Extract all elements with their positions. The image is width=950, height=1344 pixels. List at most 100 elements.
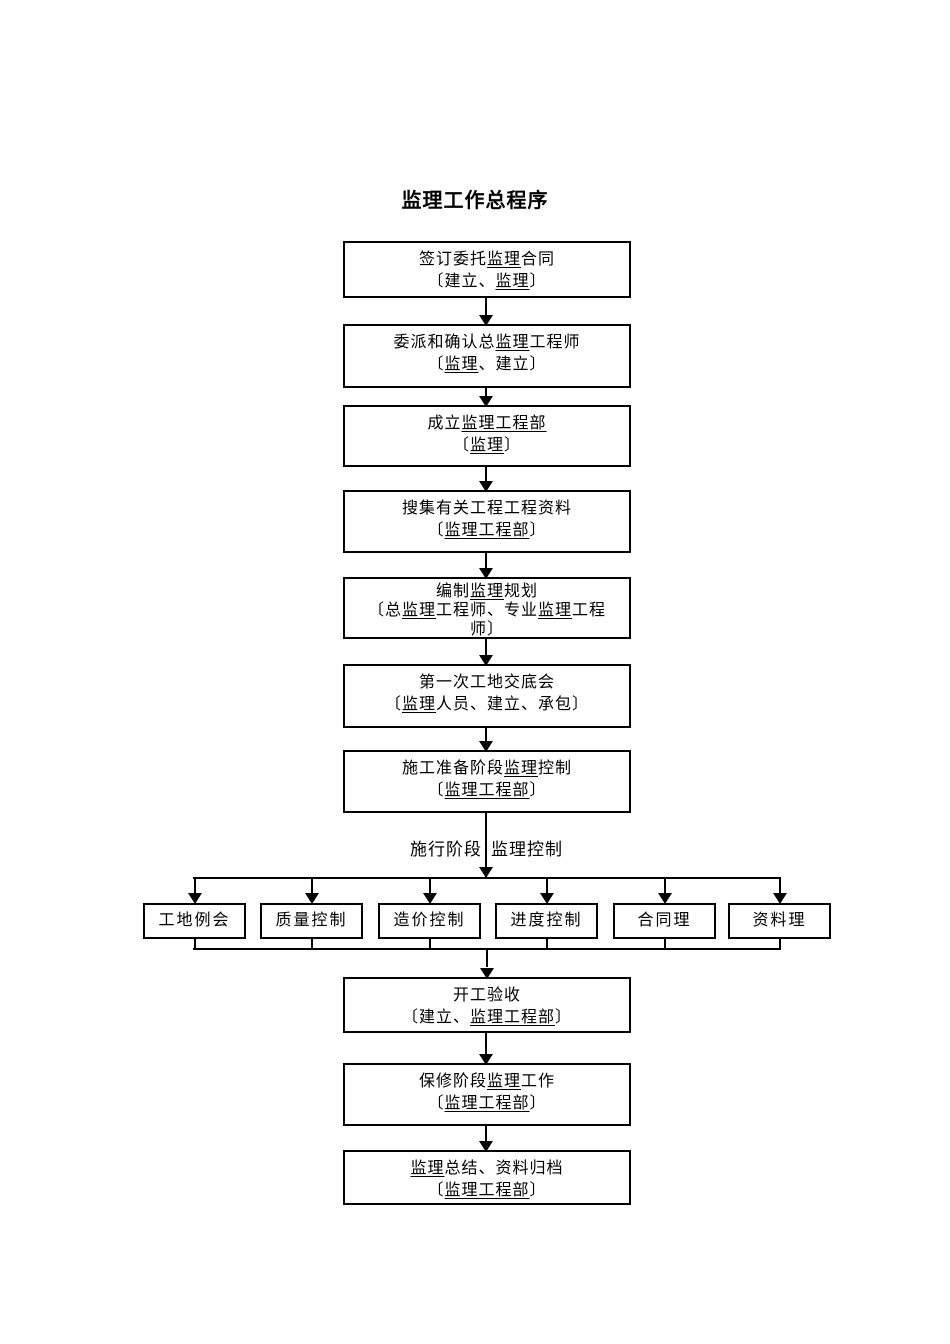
box-text-line: 〔监理工程部〕 xyxy=(427,1180,546,1202)
box-text-line: 保修阶段监理工作 xyxy=(419,1071,555,1093)
box-text-line: 施工准备阶段监理控制 xyxy=(402,758,572,780)
text: 控制 xyxy=(538,760,573,777)
supervision-summary-archiving: 监理总结、资料归档〔监理工程部〕 xyxy=(343,1150,631,1205)
box-text-line: 签订委托监理合同 xyxy=(419,249,555,271)
arrow-head-icon xyxy=(479,741,493,752)
text: 总结、资料归档 xyxy=(444,1160,564,1177)
flow-line xyxy=(193,877,780,879)
box-text-line: 编制监理规划 xyxy=(436,582,538,601)
text: 〔 xyxy=(427,1182,445,1199)
box-text-line: 成立监理工程部 xyxy=(427,413,546,435)
box-text-line: 进度控制 xyxy=(510,910,582,932)
text: 签订委托 xyxy=(418,251,487,268)
underlined-text: 监理工程部 xyxy=(461,415,547,432)
text: 〕 xyxy=(529,1182,547,1199)
first-site-briefing-meeting: 第一次工地交底会〔监理人员、建立、承包〕 xyxy=(343,664,631,728)
text: 〔建立、 xyxy=(427,273,496,290)
arrow-head-icon xyxy=(479,568,493,579)
box-text-line: 合同理 xyxy=(637,910,691,932)
underlined-text: 监理 xyxy=(538,602,573,619)
cost-control: 造价控制 xyxy=(378,903,481,939)
text: 〔总 xyxy=(367,602,402,619)
text: 造价控制 xyxy=(393,912,466,929)
text: 〕 xyxy=(504,437,522,454)
arrow-head-icon xyxy=(305,893,319,904)
quality-control: 质量控制 xyxy=(260,903,363,939)
site-regular-meeting: 工地例会 xyxy=(143,903,246,939)
arrow-head-icon xyxy=(188,893,202,904)
flow-line xyxy=(485,1033,487,1063)
schedule-control: 进度控制 xyxy=(495,903,598,939)
text: 〔 xyxy=(452,437,470,454)
box-text-line: 〔建立、监理〕 xyxy=(427,271,546,293)
document-management: 资料理 xyxy=(728,903,831,939)
text: 〔 xyxy=(427,356,445,373)
arrow-head-icon xyxy=(540,893,554,904)
arrow-head-icon xyxy=(479,481,493,492)
collect-project-information: 搜集有关工程工程资料〔监理工程部〕 xyxy=(343,490,631,553)
prepare-supervision-plan: 编制监理规划〔总监理工程师、专业监理工程师〕 xyxy=(343,577,631,639)
flow-line xyxy=(194,939,196,950)
arrow-head-icon xyxy=(480,968,494,979)
underlined-text: 监理 xyxy=(495,273,530,290)
flow-line xyxy=(485,467,487,490)
text: 工程师、专业 xyxy=(435,602,538,619)
text: 〔建立、 xyxy=(401,1009,470,1026)
text: 施工准备阶段 xyxy=(401,760,504,777)
text: 保修阶段 xyxy=(418,1073,487,1090)
arrow-head-icon xyxy=(423,893,437,904)
arrow-head-icon xyxy=(773,893,787,904)
flow-line xyxy=(546,877,548,893)
box-text-line: 委派和确认总监理工程师 xyxy=(393,332,580,354)
underlined-text: 监理工程部 xyxy=(444,1182,530,1199)
flow-line xyxy=(485,728,487,750)
underlined-text: 监理 xyxy=(410,1160,445,1177)
stage-label-left: 施行阶段 xyxy=(410,840,482,859)
text: 师〕 xyxy=(469,621,504,638)
flow-line xyxy=(664,939,666,950)
flow-line xyxy=(546,939,548,950)
underlined-text: 监理 xyxy=(401,696,436,713)
flow-line xyxy=(311,877,313,893)
text: 〕 xyxy=(555,1009,573,1026)
text: 合同 xyxy=(521,251,556,268)
box-text-line: 〔监理人员、建立、承包〕 xyxy=(385,694,589,716)
text: 〕 xyxy=(529,782,547,799)
box-text-line: 资料理 xyxy=(752,910,806,932)
flow-line xyxy=(311,939,313,950)
pre-construction-stage-control: 施工准备阶段监理控制〔监理工程部〕 xyxy=(343,750,631,813)
box-text-line: 〔监理、建立〕 xyxy=(427,354,546,376)
underlined-text: 监理工程部 xyxy=(469,1009,555,1026)
text: 〕 xyxy=(529,273,547,290)
warranty-stage-supervision: 保修阶段监理工作〔监理工程部〕 xyxy=(343,1063,631,1126)
text: 搜集有关工程工程资料 xyxy=(401,500,572,517)
text: 资料理 xyxy=(752,912,807,929)
implementation-stage-label: 施行阶段监理控制 xyxy=(410,835,563,860)
underlined-text: 监理 xyxy=(469,583,504,600)
text: 委派和确认总 xyxy=(393,334,496,351)
box-text-line: 质量控制 xyxy=(275,910,347,932)
arrow-head-icon xyxy=(479,1141,493,1152)
text: 质量控制 xyxy=(275,912,348,929)
text: 第一次工地交底会 xyxy=(418,674,555,691)
text: 工程 xyxy=(572,602,607,619)
text: 〔 xyxy=(427,782,445,799)
text: 开工验收 xyxy=(452,987,521,1004)
text: 〕 xyxy=(529,1095,547,1112)
commencement-acceptance: 开工验收〔建立、监理工程部〕 xyxy=(343,977,631,1033)
appoint-chief-supervision-engineer: 委派和确认总监理工程师〔监理、建立〕 xyxy=(343,324,631,388)
box-text-line: 〔监理工程部〕 xyxy=(427,780,546,802)
arrow-head-icon xyxy=(479,315,493,326)
arrow-head-icon xyxy=(479,1054,493,1065)
flow-line xyxy=(429,877,431,893)
arrow-head-icon xyxy=(658,893,672,904)
establish-supervision-department: 成立监理工程部〔监理〕 xyxy=(343,405,631,467)
underlined-text: 监理 xyxy=(486,251,521,268)
text: 合同理 xyxy=(637,912,692,929)
contract-management: 合同理 xyxy=(613,903,716,939)
underlined-text: 监理工程部 xyxy=(444,1095,530,1112)
underlined-text: 监理 xyxy=(401,602,436,619)
arrow-head-icon xyxy=(479,396,493,407)
arrow-head-icon xyxy=(479,867,493,878)
